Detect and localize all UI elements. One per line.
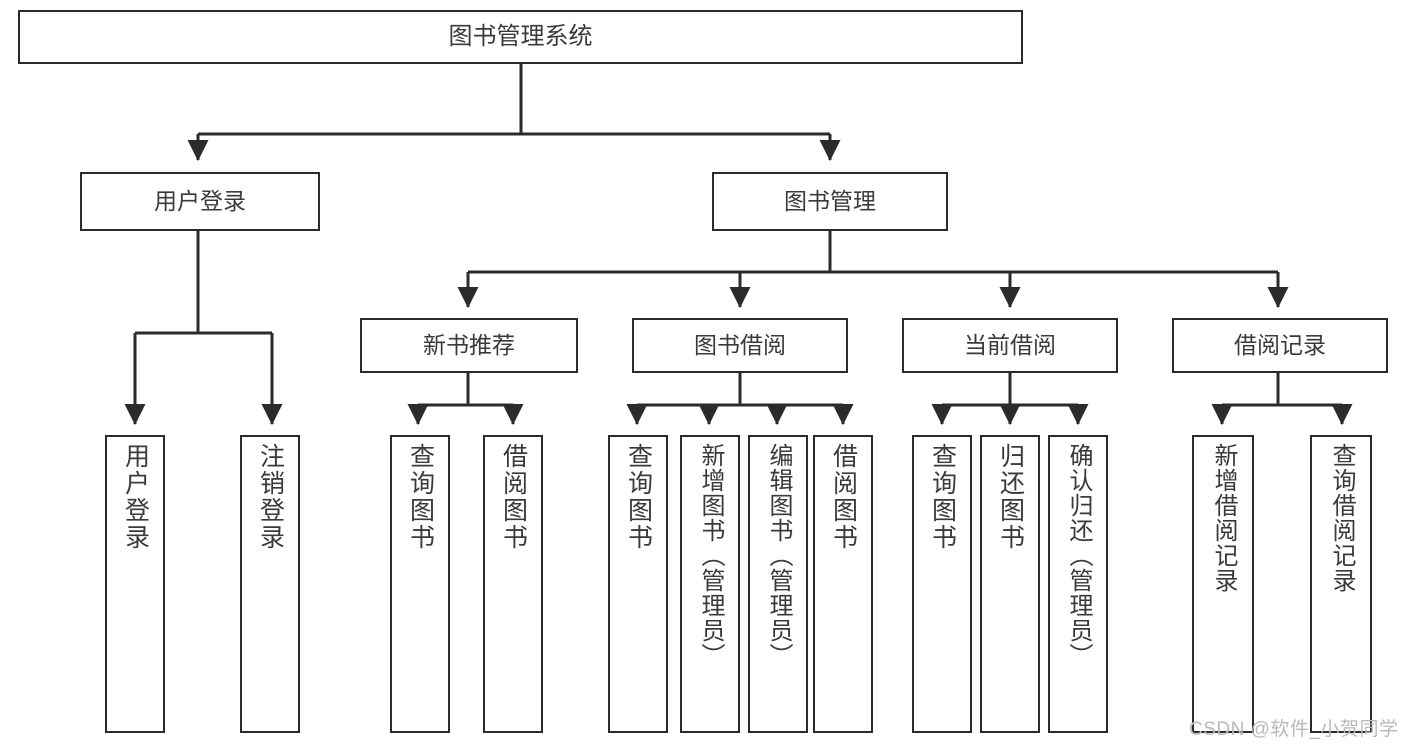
leaf-borrow-books-recommendation[interactable]: 借阅图书 bbox=[483, 435, 543, 733]
leaf-confirm-return-admin[interactable]: 确认归还（管理员） bbox=[1048, 435, 1108, 733]
node-label: 查询图书 bbox=[928, 443, 957, 551]
leaf-borrow-books-borrowing[interactable]: 借阅图书 bbox=[813, 435, 873, 733]
node-current-borrowing[interactable]: 当前借阅 bbox=[902, 318, 1118, 373]
node-label: 新增借阅记录 bbox=[1210, 443, 1237, 593]
node-label: 借阅图书 bbox=[499, 443, 528, 551]
node-label: 查询图书 bbox=[624, 443, 653, 551]
node-user-login[interactable]: 用户登录 bbox=[80, 172, 320, 231]
csdn-watermark: CSDN @软件_小贺同学 bbox=[1189, 719, 1399, 740]
leaf-query-borrow-record[interactable]: 查询借阅记录 bbox=[1310, 435, 1372, 733]
node-label: 归还图书 bbox=[996, 443, 1025, 551]
node-label: 借阅图书 bbox=[829, 443, 858, 551]
leaf-query-books-recommendation[interactable]: 查询图书 bbox=[390, 435, 450, 733]
node-label: 用户登录 bbox=[121, 443, 150, 551]
leaf-query-books-borrowing[interactable]: 查询图书 bbox=[608, 435, 668, 733]
leaf-user-login[interactable]: 用户登录 bbox=[105, 435, 165, 733]
node-label: 图书管理系统 bbox=[448, 22, 593, 50]
node-label: 注销登录 bbox=[256, 443, 285, 551]
leaf-query-books-current[interactable]: 查询图书 bbox=[912, 435, 972, 733]
node-new-book-recommendation[interactable]: 新书推荐 bbox=[360, 318, 578, 373]
node-root-system[interactable]: 图书管理系统 bbox=[18, 10, 1023, 64]
node-label: 借阅记录 bbox=[1234, 331, 1326, 358]
node-label: 当前借阅 bbox=[964, 331, 1056, 358]
leaf-return-books[interactable]: 归还图书 bbox=[980, 435, 1040, 733]
node-label: 新增图书（管理员） bbox=[697, 443, 724, 668]
leaf-add-borrow-record[interactable]: 新增借阅记录 bbox=[1192, 435, 1254, 733]
node-label: 确认归还（管理员） bbox=[1065, 443, 1092, 668]
leaf-add-book-admin[interactable]: 新增图书（管理员） bbox=[680, 435, 740, 733]
node-book-management[interactable]: 图书管理 bbox=[712, 172, 948, 231]
leaf-edit-book-admin[interactable]: 编辑图书（管理员） bbox=[748, 435, 808, 733]
node-book-borrowing[interactable]: 图书借阅 bbox=[632, 318, 848, 373]
node-label: 图书借阅 bbox=[694, 331, 786, 358]
node-label: 用户登录 bbox=[154, 187, 246, 214]
node-label: 编辑图书（管理员） bbox=[765, 443, 792, 668]
node-label: 新书推荐 bbox=[423, 331, 515, 358]
leaf-logout[interactable]: 注销登录 bbox=[240, 435, 300, 733]
node-label: 查询图书 bbox=[406, 443, 435, 551]
node-borrow-records[interactable]: 借阅记录 bbox=[1172, 318, 1388, 373]
node-label: 查询借阅记录 bbox=[1328, 443, 1355, 593]
node-label: 图书管理 bbox=[784, 187, 876, 214]
